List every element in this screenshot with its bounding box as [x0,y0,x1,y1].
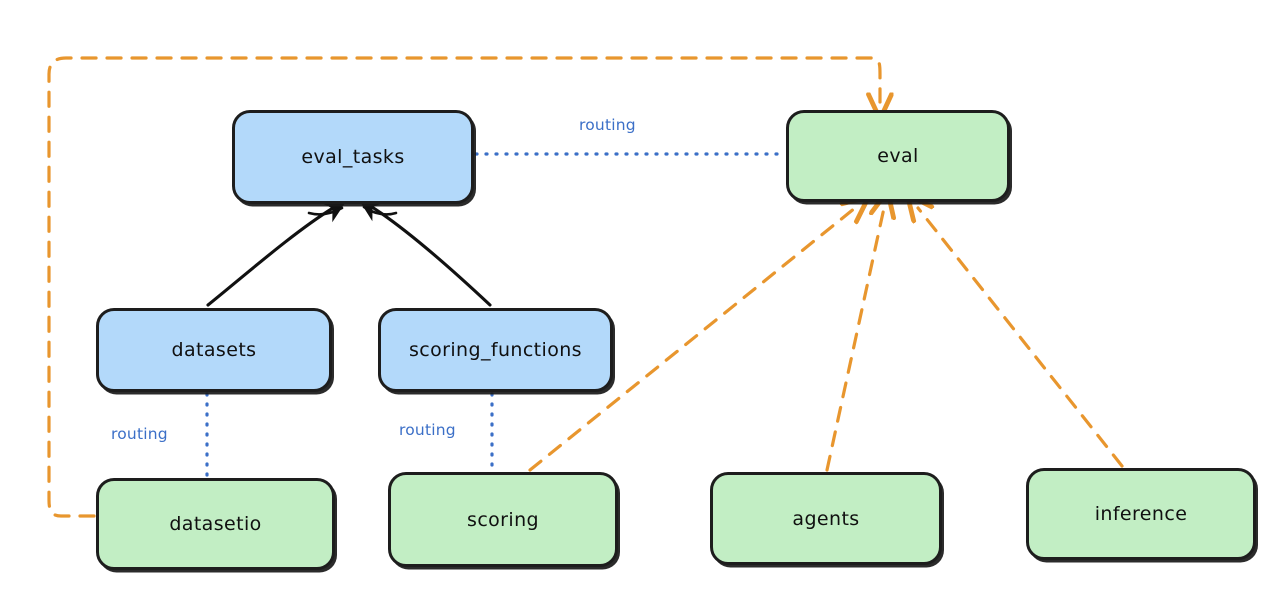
node-agents[interactable]: agents [710,472,942,565]
edge-label-routing-datasets-datasetio: routing [111,425,168,443]
node-scoring-functions[interactable]: scoring_functions [378,308,613,392]
node-agents-label: agents [792,507,860,530]
node-eval-label: eval [877,145,919,167]
edge-label-routing-eval-tasks-eval: routing [579,116,636,134]
node-scoring-functions-label: scoring_functions [409,339,582,361]
node-inference[interactable]: inference [1026,468,1256,560]
node-eval-tasks[interactable]: eval_tasks [232,110,474,204]
node-eval-tasks-label: eval_tasks [301,146,405,168]
node-eval[interactable]: eval [786,110,1010,202]
node-inference-label: inference [1094,503,1188,525]
edge-label-routing-scoring-functions-scoring: routing [399,421,456,439]
edge-agents-to-eval-dashed [825,208,884,472]
node-datasetio-label: datasetio [169,513,262,535]
edge-scoring-functions-to-eval-tasks [357,197,492,307]
node-datasets[interactable]: datasets [96,308,332,392]
node-datasetio[interactable]: datasetio [96,478,335,570]
edge-datasets-arrow-feather [307,206,344,216]
edge-datasets-to-eval-tasks [206,198,348,307]
edge-scoring-functions-arrow-feather [362,205,398,216]
node-datasets-label: datasets [171,339,257,361]
edge-inference-to-eval-dashed [918,208,1124,468]
node-scoring[interactable]: scoring [388,472,618,567]
edge-datasetio-to-eval-dashed [47,56,880,518]
edge-scoring-to-eval-dashed [528,208,855,472]
node-scoring-label: scoring [467,508,539,531]
